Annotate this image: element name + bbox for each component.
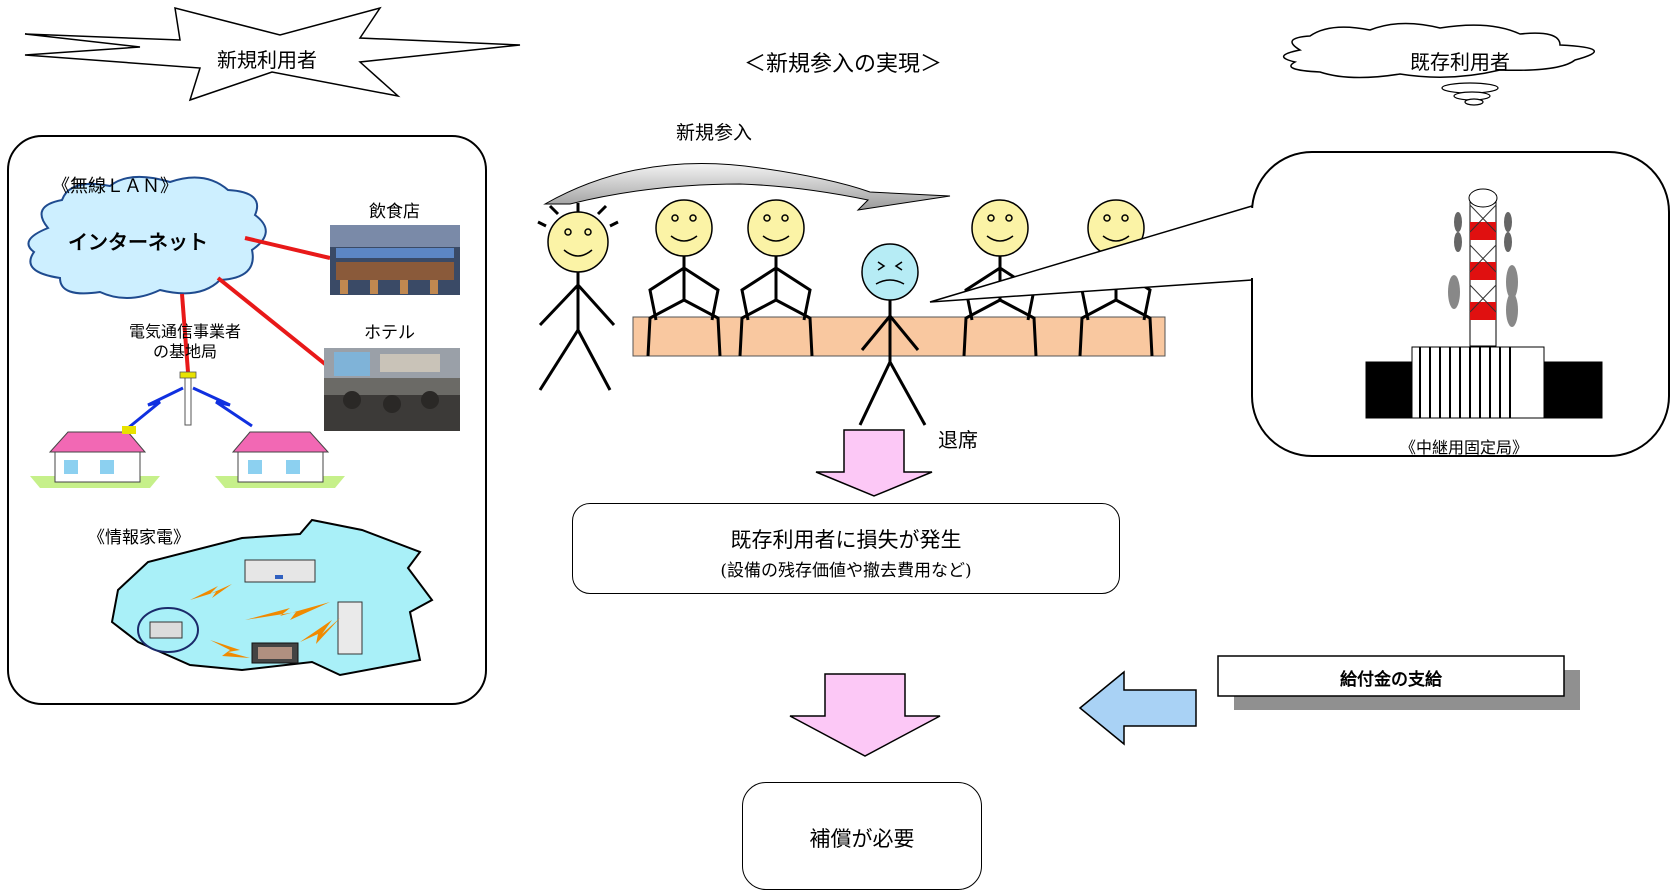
exit-label: 退席 (938, 428, 978, 452)
loss-box-detail: (設備の残存価値や撤去費用など) (720, 561, 972, 581)
base-station-antenna-icon (127, 371, 253, 430)
compensation-box: 補償が必要 (742, 782, 982, 890)
entry-arc-arrow (543, 163, 951, 211)
leaving-figure (858, 243, 927, 426)
restaurant-label: 飲食店 (369, 202, 420, 222)
wlan-label: 《無線ＬＡＮ》 (52, 176, 178, 197)
house-icon-right (215, 431, 345, 488)
new-entrant-figure (537, 203, 619, 391)
appliance-icons (137, 559, 363, 664)
internet-cloud (27, 175, 267, 300)
entry-label: 新規参入 (676, 122, 753, 144)
loss-box: 既存利用者に損失が発生 (設備の残存価値や撤去費用など) (572, 503, 1120, 594)
existing-users-label: 既存利用者 (1410, 50, 1510, 74)
hotel-photo (324, 348, 460, 431)
relay-station-label: 《中継用固定局》 (1400, 438, 1529, 457)
existing-users-cloud (1283, 22, 1596, 79)
page-title: ＜新規参入の実現＞ (744, 52, 943, 77)
bench (632, 316, 1166, 357)
new-users-starburst (24, 6, 521, 102)
compensation-label: 補償が必要 (809, 827, 915, 851)
pink-down-arrow-2 (789, 673, 941, 757)
internet-label: インターネット (68, 230, 208, 254)
appliances-label: 《情報家電》 (88, 528, 190, 548)
carrier-label-line2: の基地局 (152, 342, 217, 361)
new-users-label: 新規利用者 (217, 48, 317, 72)
hotel-label: ホテル (364, 323, 415, 343)
thought-bubble-icon (1441, 82, 1499, 106)
house-icon-left (30, 426, 160, 488)
carrier-base-station-label: 電気通信事業者 の基地局 (80, 322, 290, 362)
grant-box (1217, 655, 1565, 697)
pink-down-arrow-1 (815, 429, 933, 497)
blue-left-arrow (1078, 670, 1197, 746)
network-links (180, 236, 332, 373)
restaurant-photo (330, 225, 460, 295)
relay-tower-icon (1365, 188, 1603, 419)
loss-box-title: 既存利用者に損失が発生 (730, 528, 962, 552)
carrier-label-line1: 電気通信事業者 (128, 322, 241, 341)
callout-pointer (929, 205, 1253, 303)
grant-label: 給付金の支給 (1340, 670, 1442, 690)
